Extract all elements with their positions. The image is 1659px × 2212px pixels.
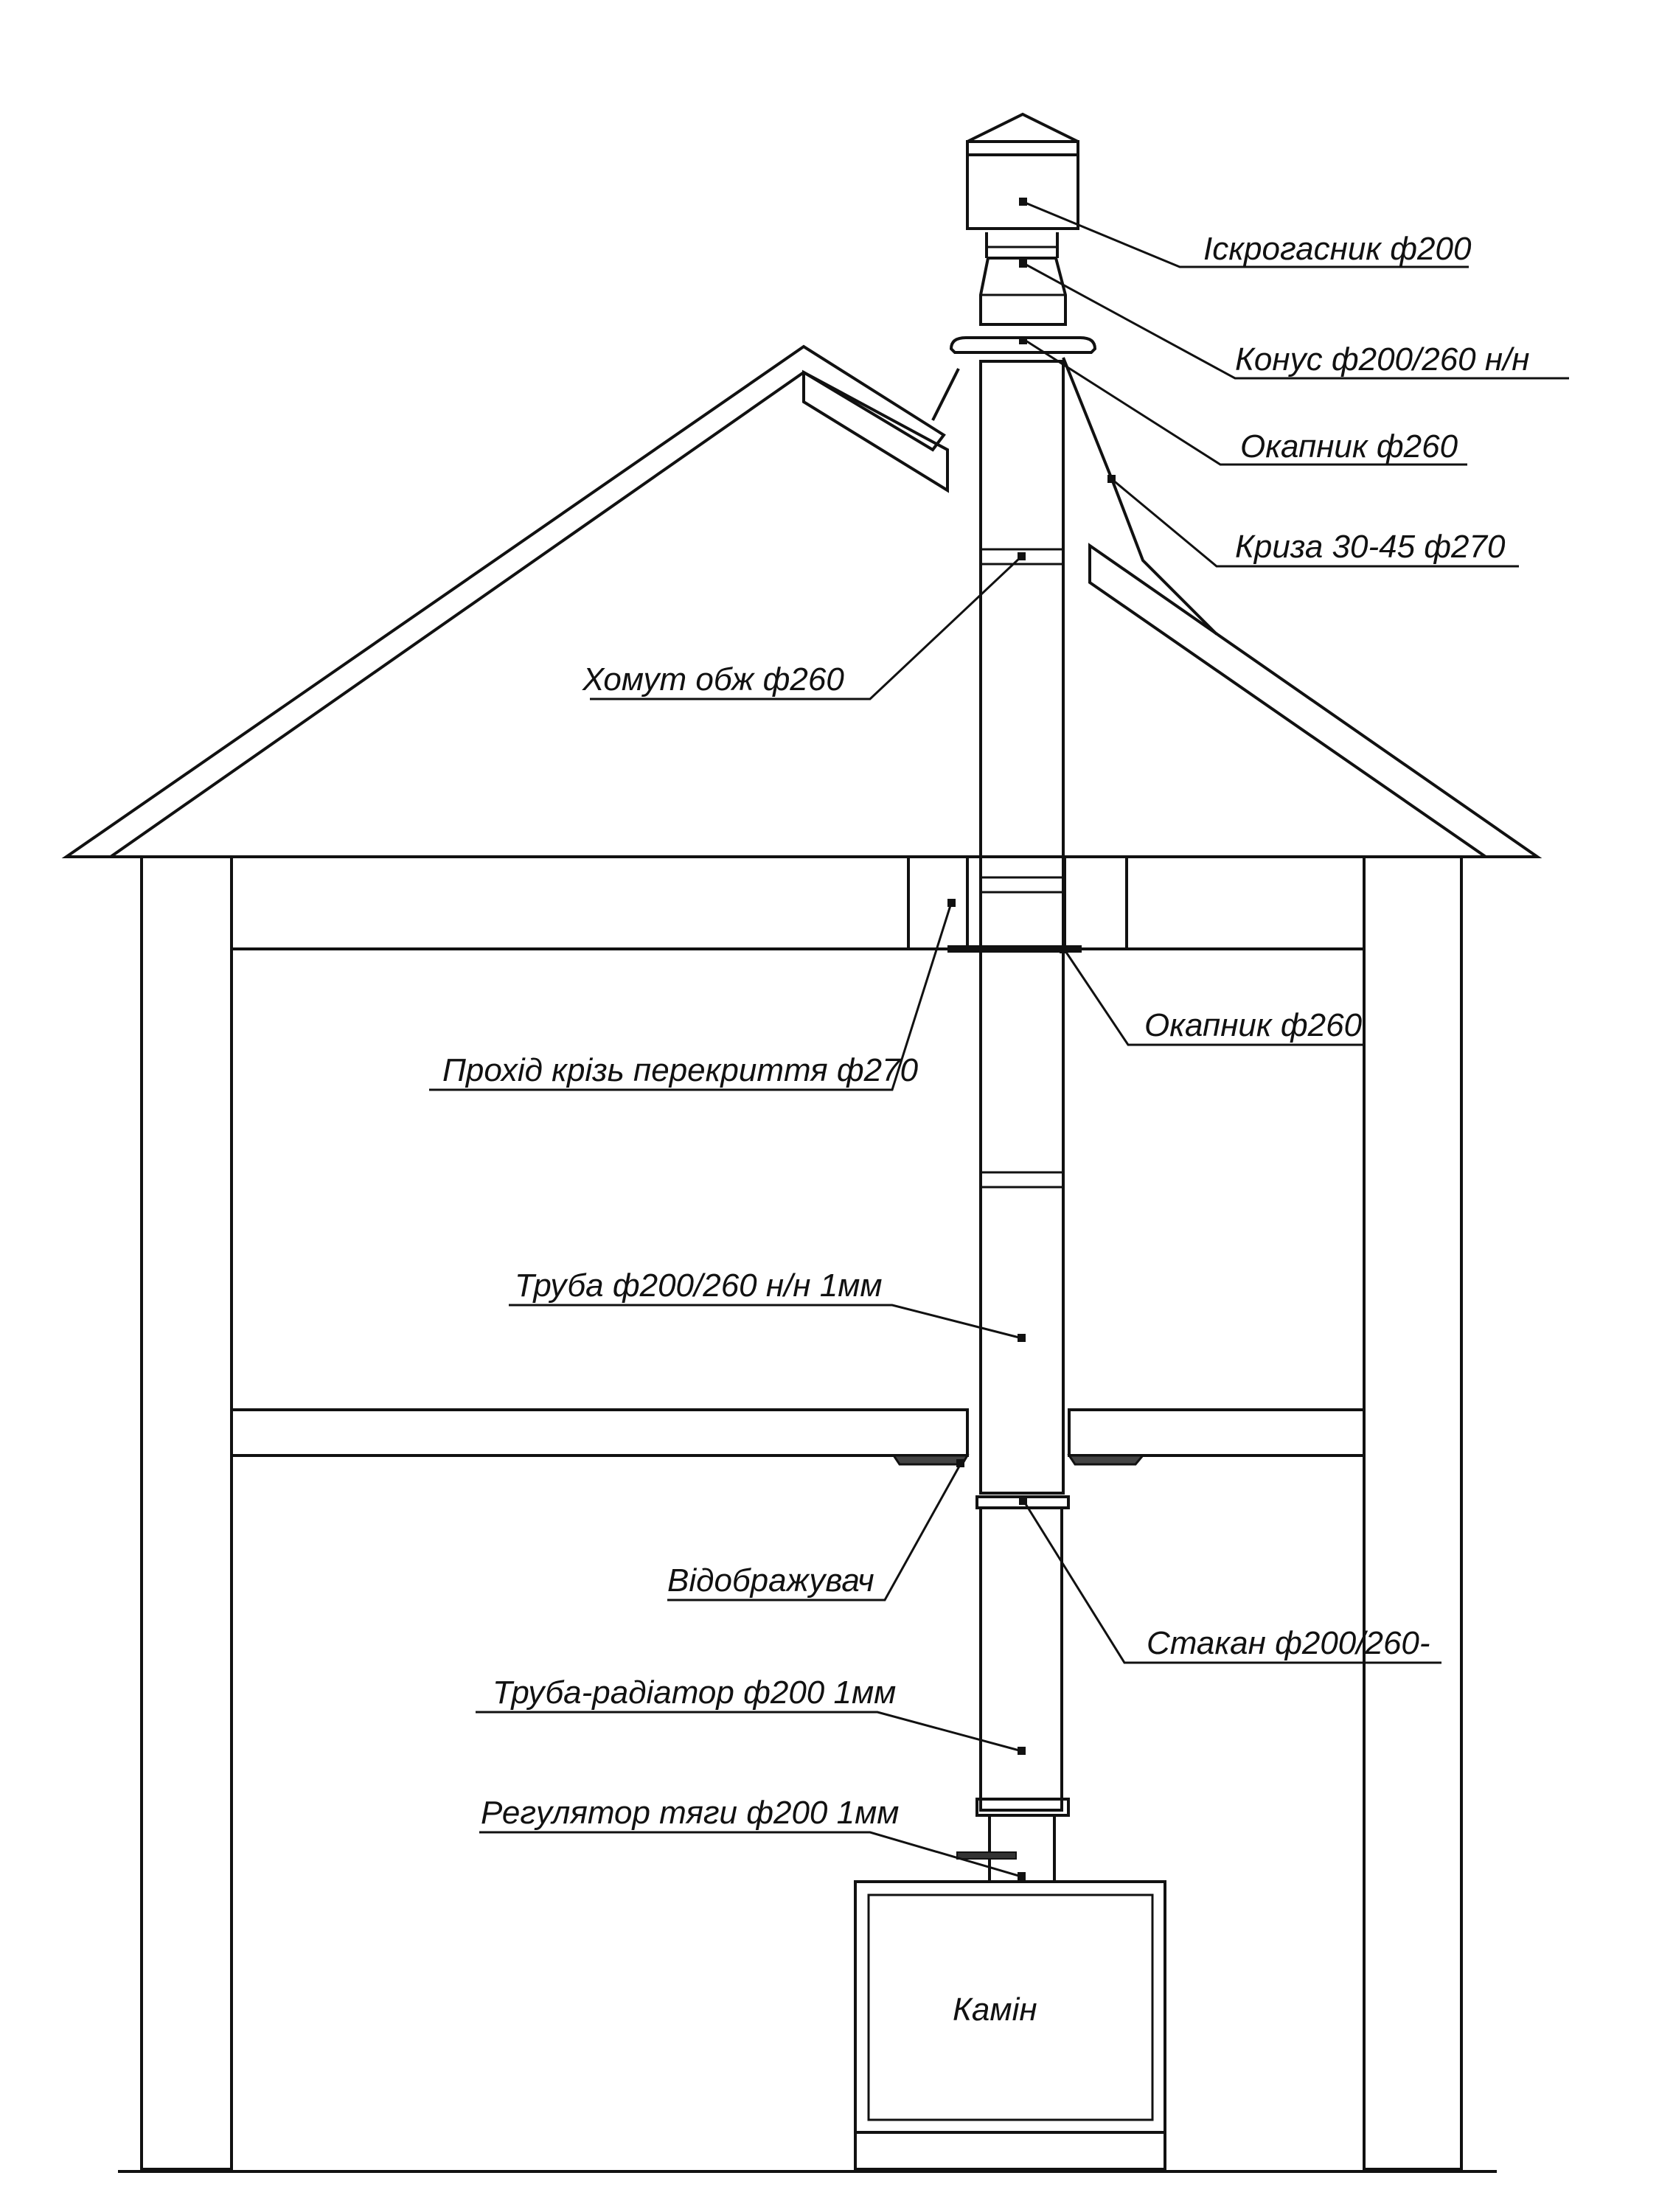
label-radiator-pipe: Труба-радіатор ф200 1мм xyxy=(493,1674,896,1711)
attic-insulation xyxy=(230,855,1366,953)
label-sleeve: Стакан ф200/260- xyxy=(1147,1625,1430,1661)
fireplace: Камін xyxy=(854,1880,1166,2171)
label-drip-cap-ceiling: Окапник ф260 xyxy=(1144,1007,1363,1043)
label-reflector: Відображувач xyxy=(667,1562,874,1599)
fireplace-label: Камін xyxy=(953,1992,1037,2028)
floor-slab xyxy=(230,1408,1366,1466)
label-pipe: Труба ф200/260 н/н 1мм xyxy=(515,1267,883,1304)
label-roof-flashing: Криза 30-45 ф270 xyxy=(1235,529,1506,565)
label-draft-regulator: Регулятор тяги ф200 1мм xyxy=(481,1795,899,1831)
label-spark-arrester: Іскрогасник ф200 xyxy=(1203,231,1472,267)
label-clamp: Хомут обж ф260 xyxy=(582,661,844,698)
chimney xyxy=(949,112,1218,1883)
label-cone: Конус ф200/260 н/н xyxy=(1235,341,1530,378)
labels: Іскрогасник ф200 Конус ф200/260 н/н Окап… xyxy=(442,231,1530,1831)
leader-lines xyxy=(429,198,1569,1880)
label-ceiling-pass: Прохід крізь перекриття ф270 xyxy=(442,1052,919,1088)
label-drip-cap-top: Окапник ф260 xyxy=(1240,428,1458,465)
roof xyxy=(61,344,1543,858)
